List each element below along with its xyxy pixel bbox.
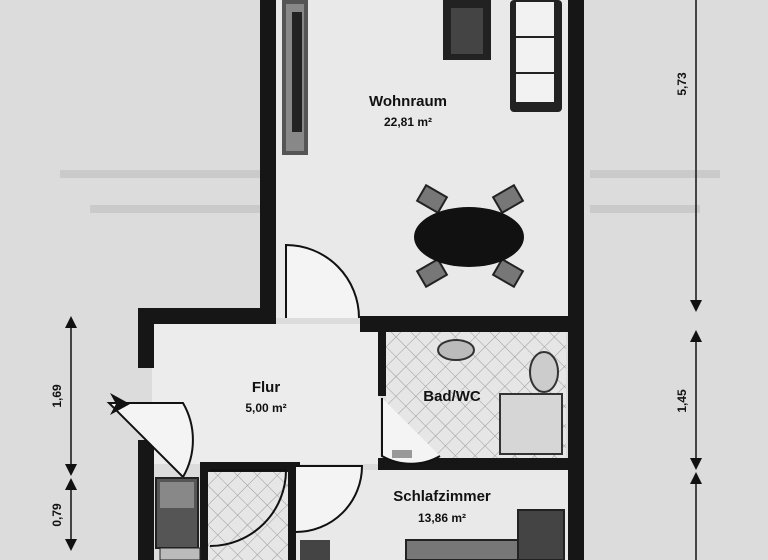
entrance-door [106,402,194,479]
tv-cabinet [443,0,491,60]
bedroom-furniture [300,509,565,560]
bad-name: Bad/WC [423,388,481,405]
background-smudge [60,170,720,213]
dim-left-lower: 0,79 [50,503,64,527]
kitchen-items [155,477,201,560]
dim-right-middle: 1,45 [675,389,689,413]
schlafzimmer-area: 13,86 m² [418,511,466,525]
kitchen-floor [208,470,288,560]
door-flur-schlafzimmer [295,465,364,533]
wohnraum-area: 22,81 m² [384,115,432,129]
wohnraum-window [282,0,308,155]
schlafzimmer-name: Schlafzimmer [393,488,491,505]
door-flur-wohnraum [285,243,360,319]
flur-area: 5,00 m² [245,401,286,415]
door-flur-kitchen [209,469,288,547]
bad-fixtures [392,339,563,458]
flur-name: Flur [252,379,280,396]
dim-right-upper: 5,73 [675,72,689,96]
entrance-arrow-icon [110,393,130,415]
sofa [510,0,562,112]
door-flur-bad [381,398,441,465]
walls [138,0,584,560]
dim-left-upper: 1,69 [50,384,64,408]
wohnraum-name: Wohnraum [369,93,447,110]
dining-table [414,183,525,289]
